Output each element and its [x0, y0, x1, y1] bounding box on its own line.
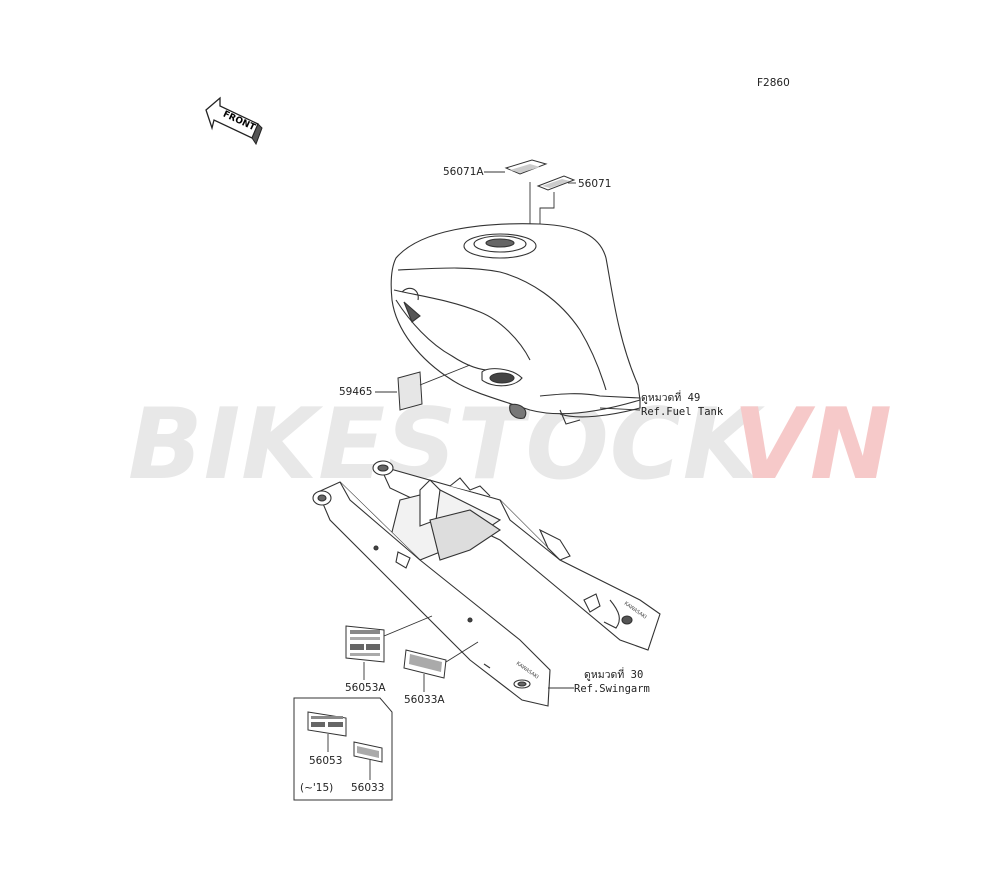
part-number-56071: 56071: [578, 178, 611, 190]
watermark-text-main: BIKESTOCK: [128, 388, 766, 502]
ref-swingarm-thai: ดูหมวดที่ 30: [584, 667, 643, 681]
part-number-56071A: 56071A: [443, 166, 484, 178]
inset-note: (~'15): [300, 782, 333, 794]
front-arrow-icon: FRONT: [205, 96, 263, 146]
figure-code: F2860: [757, 77, 790, 89]
part-number-56053A: 56053A: [345, 682, 386, 694]
swingarm-drawing: KAWASAKI KAWASAKI: [312, 460, 661, 707]
inset-box: [293, 697, 393, 801]
part-number-56033: 56033: [351, 782, 384, 794]
watermark: BIKESTOCK VN: [128, 388, 893, 502]
decal-56071: [536, 175, 576, 191]
ref-fuel-tank: Ref.Fuel Tank: [641, 406, 724, 418]
ref-fuel-tank-thai: ดูหมวดที่ 49: [641, 390, 700, 404]
decal-56053A: [345, 625, 385, 663]
decal-56053: [307, 711, 347, 737]
watermark-text-accent: VN: [733, 388, 893, 502]
decal-56033: [353, 741, 383, 763]
part-number-56053: 56053: [309, 755, 342, 767]
ref-swingarm: Ref.Swingarm: [574, 683, 650, 695]
part-number-56033A: 56033A: [404, 694, 445, 706]
decal-56033A: [403, 649, 447, 679]
decal-56071A: [504, 159, 548, 175]
decal-59465: [375, 364, 471, 411]
part-number-59465: 59465: [339, 386, 372, 398]
fuel-tank-drawing: [390, 223, 641, 425]
